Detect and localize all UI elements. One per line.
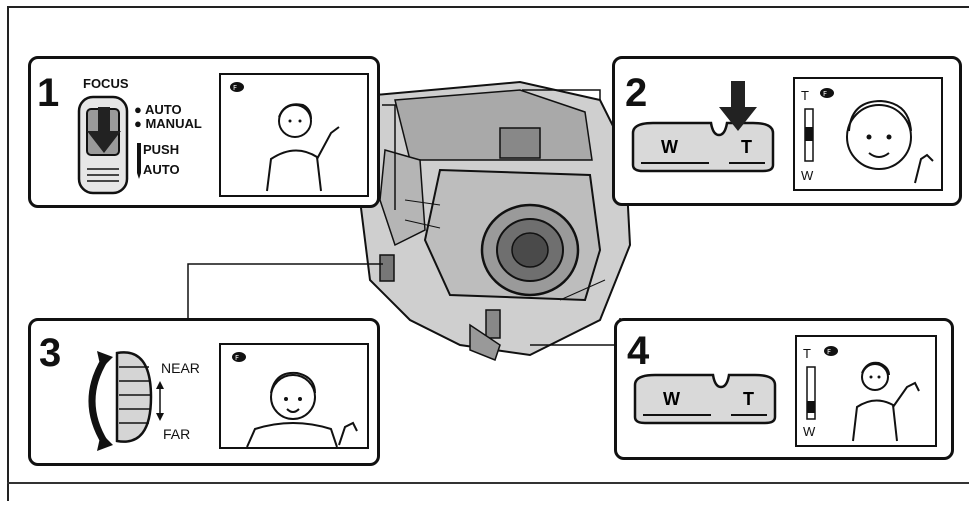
down-arrow-icon <box>87 107 121 153</box>
zoom-scale-t: T <box>803 347 811 360</box>
step-2-number: 2 <box>625 73 647 113</box>
svg-text:F: F <box>235 354 239 362</box>
push-auto-label: AUTO <box>143 163 180 176</box>
focus-indicator-icon: F <box>229 81 245 93</box>
svg-text:F: F <box>827 348 831 356</box>
step-3-panel: 3 NEAR FAR F <box>28 318 380 466</box>
far-label: FAR <box>163 427 190 441</box>
step-3-viewfinder: F <box>219 343 369 449</box>
person-waving-icon <box>241 361 361 447</box>
zoom-indicator-icon <box>803 107 815 163</box>
camcorder-icon <box>360 82 630 360</box>
double-arrow-icon <box>155 381 165 421</box>
step-4-viewfinder: T W F <box>795 335 937 447</box>
step-3-number: 3 <box>39 333 61 373</box>
focus-indicator-icon: F <box>823 345 839 357</box>
manual-label-text: MANUAL <box>145 116 201 131</box>
step-2-panel: 2 W T T W F <box>612 56 962 206</box>
focus-ring-icon <box>111 347 155 447</box>
down-arrow-icon <box>719 81 757 131</box>
step-1-panel: 1 FOCUS ● AUTO ● MANUAL PUSH AUTO F <box>28 56 380 208</box>
near-label: NEAR <box>161 361 200 375</box>
push-arrow-icon <box>135 143 143 179</box>
auto-label: ● AUTO <box>134 103 182 116</box>
step-1-viewfinder: F <box>219 73 369 197</box>
zoom-scale-w: W <box>803 425 815 438</box>
person-waving-icon <box>843 353 923 443</box>
zoom-rocker-icon: W T <box>631 373 779 425</box>
zoom-scale-t: T <box>801 89 809 102</box>
step-2-viewfinder: T W F <box>793 77 943 191</box>
t-button-label: T <box>743 389 754 409</box>
push-label: PUSH <box>143 143 179 156</box>
t-button-label: T <box>741 137 752 157</box>
person-closeup-icon <box>829 87 939 191</box>
zoom-indicator-icon <box>805 365 817 421</box>
step-4-number: 4 <box>627 331 649 371</box>
w-button-label: W <box>663 389 680 409</box>
zoom-scale-w: W <box>801 169 813 182</box>
curved-double-arrow-icon <box>75 351 115 451</box>
step-4-panel: 4 W T T W F <box>614 318 954 460</box>
svg-text:F: F <box>233 84 237 92</box>
w-button-label: W <box>661 137 678 157</box>
manual-label: ● MANUAL <box>134 117 202 130</box>
svg-text:F: F <box>823 90 827 98</box>
person-waving-icon <box>255 93 345 193</box>
step-1-number: 1 <box>37 73 59 113</box>
auto-label-text: AUTO <box>145 102 182 117</box>
